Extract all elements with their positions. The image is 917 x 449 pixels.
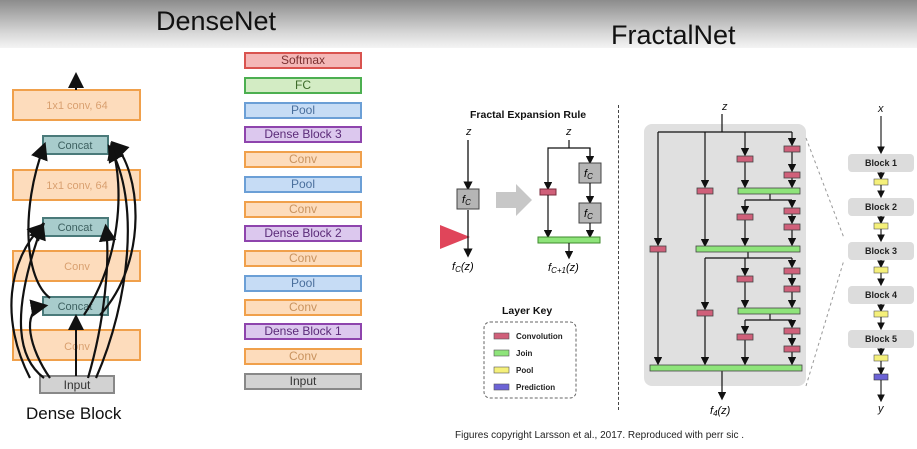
dense-layer-label: Input [64,378,91,392]
conv-block [736,333,754,341]
z-input-label: z [465,126,472,138]
conv-block [783,171,801,179]
pool-block [873,354,889,362]
expansion-rule-title: Fractal Expansion Rule [470,109,586,121]
expansion-arrow [496,184,532,216]
densenet-layer-softmax: Softmax [244,52,362,69]
x-input-label: x [877,103,884,115]
densenet-layer-conv: Conv [244,201,362,218]
legend-swatch [493,332,510,340]
conv-block [736,155,754,163]
z-input-label: z [565,126,572,138]
fractal-block [848,154,914,172]
fractal-block-label: Block 1 [865,158,897,168]
svg-text:fC: fC [462,194,471,207]
y-output-label: y [877,403,885,415]
fractal-block [848,330,914,348]
fractal-block-label: Block 3 [865,246,897,256]
pool-block [873,178,889,186]
fractal-block-label: Block 2 [865,202,897,212]
left-output-label: fC(z) [452,261,474,274]
dense-layer-label: 1x1 conv, 64 [46,180,108,192]
conv-block [783,285,801,293]
svg-text:fC: fC [584,168,593,181]
pool-block [873,310,889,318]
dense-layer-label: Concat [58,301,93,313]
prediction-block [873,373,889,381]
z-input-label: z [721,101,728,113]
densenet-layer-fc: FC [244,77,362,94]
conv-block [783,267,801,275]
fractal-expansion-diagram: Fractal Expansion Rule z z fC fC(z) fC f… [452,109,602,399]
densenet-title: DenseNet [156,6,277,36]
densenet-layer-conv: Conv [244,151,362,168]
fractal-block [848,198,914,216]
join-block [737,187,801,195]
legend-label: Prediction [516,383,555,392]
legend-swatch [493,383,510,391]
dense-layer-label: Concat [58,140,93,152]
fractal-block-label: Block 5 [865,334,897,344]
dashed-separator [618,105,619,410]
densenet-layer-dense: Dense Block 1 [244,323,362,340]
conv-block [736,213,754,221]
densenet-layer-pool: Pool [244,176,362,193]
pool-block [873,266,889,274]
densenet-layer-dense: Dense Block 2 [244,225,362,242]
legend-label: Pool [516,366,533,375]
big-output-label: f4(z) [710,405,731,418]
dense-layer-label: Conv [64,261,90,273]
fractal-block [848,286,914,304]
svg-text:fC: fC [584,208,593,221]
legend-label: Convolution [516,332,563,341]
fractalnet-diagram: z f4(z) x y Block 1 Block 2 Block 3 Block 4… [644,101,914,418]
dense-block-caption: Dense Block [26,404,122,423]
right-output-label: fC+1(z) [548,262,579,275]
conv-block [783,145,801,153]
top-gradient-bar [0,0,917,48]
fc-block [456,188,480,210]
conv-block [696,187,714,195]
layer-key-title: Layer Key [502,305,552,317]
densenet-layer-dense: Dense Block 3 [244,126,362,143]
conv-block [783,223,801,231]
conv-block [736,275,754,283]
dense-layer-label: Concat [58,222,93,234]
join-block [649,364,803,372]
conv-block [783,345,801,353]
densenet-layer-conv: Conv [244,299,362,316]
pool-block [873,222,889,230]
conv-block [783,207,801,215]
densenet-layer-pool: Pool [244,102,362,119]
conv-block [539,188,557,196]
conv-block [649,245,667,253]
dense-layer-label: 1x1 conv, 64 [46,100,108,112]
join-block [737,307,801,315]
legend-swatch [493,349,510,357]
dense-layer-label: Conv [64,341,90,353]
legend-swatch [493,366,510,374]
densenet-layer-conv: Conv [244,348,362,365]
join-block [695,245,801,253]
densenet-layer-input: Input [244,373,362,390]
dense-block-diagram: Input Conv Concat Conv Concat 1x1 conv, … [10,72,141,394]
fractal-block [848,242,914,260]
conv-block [696,309,714,317]
densenet-layer-pool: Pool [244,275,362,292]
figure-caption: Figures copyright Larsson et al., 2017. … [455,430,745,441]
conv-block [783,327,801,335]
legend-label: Join [516,349,533,358]
fractalnet-title: FractalNet [611,20,736,50]
join-block [537,236,601,244]
dense-layer-box [12,89,141,121]
fractal-block-label: Block 4 [865,290,897,300]
fractal-background [644,124,806,386]
densenet-layer-conv: Conv [244,250,362,267]
layer-key-box [483,321,577,399]
